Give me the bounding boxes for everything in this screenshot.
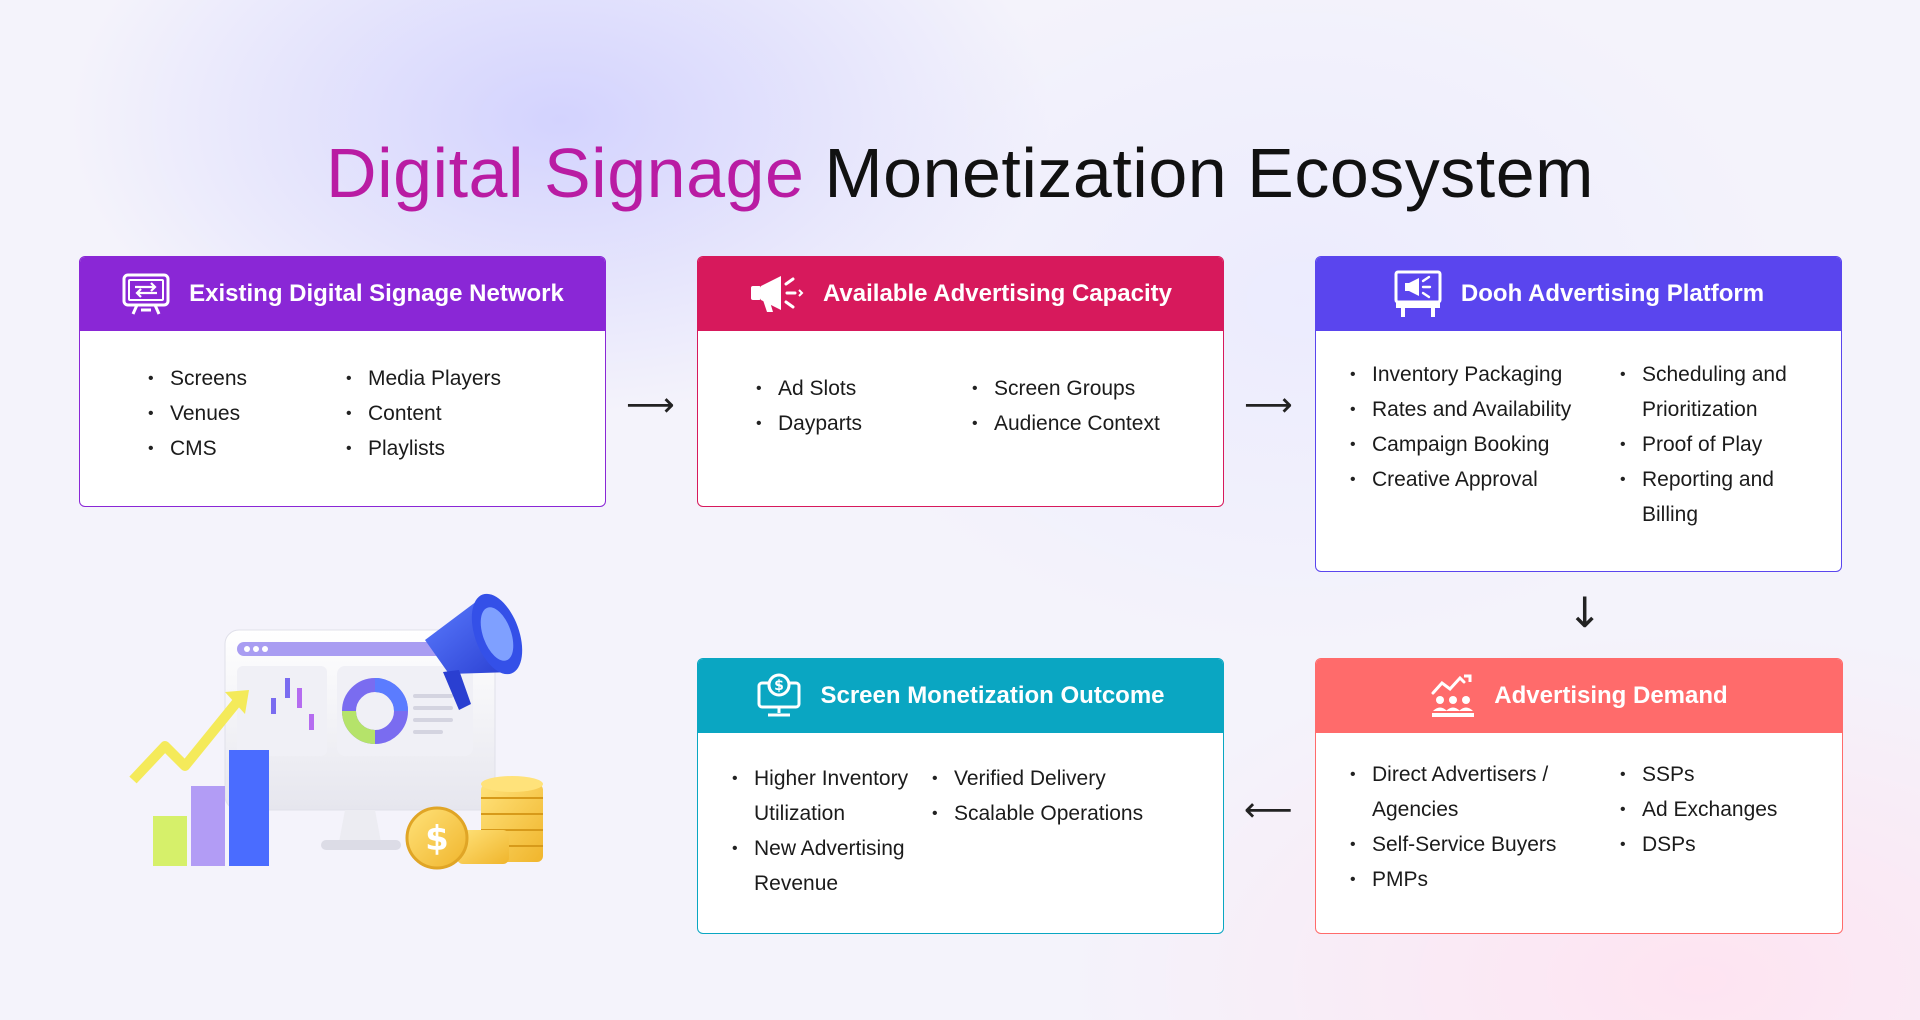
audience-growth-icon bbox=[1431, 674, 1475, 717]
growth-arrow bbox=[129, 698, 241, 784]
card-existing-network: Existing Digital Signage Network Screens… bbox=[79, 256, 606, 507]
list-item: Scalable Operations bbox=[932, 796, 1183, 831]
list-item: Screen Groups bbox=[972, 371, 1183, 406]
bar-blue bbox=[229, 750, 269, 866]
card-advertising-capacity: Available Advertising Capacity Ad Slots … bbox=[697, 256, 1224, 507]
chart-panel bbox=[237, 666, 327, 756]
list-item: PMPs bbox=[1350, 862, 1620, 897]
svg-text:$: $ bbox=[775, 678, 785, 694]
dollar-monitor-icon: $ bbox=[757, 673, 801, 717]
list-item: Direct Advertisers / Agencies bbox=[1350, 757, 1592, 827]
list-item: Media Players bbox=[346, 361, 565, 396]
bar-green bbox=[153, 816, 187, 866]
coin-stack: $ bbox=[405, 776, 543, 870]
card-advertising-demand: Advertising Demand Direct Advertisers / … bbox=[1315, 658, 1843, 934]
list-column: Scheduling and Prioritization Proof of P… bbox=[1620, 357, 1801, 532]
list-item: Verified Delivery bbox=[932, 761, 1183, 796]
card-title: Existing Digital Signage Network bbox=[189, 280, 564, 307]
list-item: Playlists bbox=[346, 431, 565, 466]
card-title: Advertising Demand bbox=[1494, 682, 1728, 709]
megaphone-icon bbox=[750, 276, 804, 312]
list-item: Ad Exchanges bbox=[1620, 792, 1802, 827]
monitor-icon bbox=[122, 273, 170, 315]
page-title: Digital Signage Monetization Ecosystem bbox=[0, 133, 1920, 213]
title-rest: Monetization Ecosystem bbox=[824, 133, 1594, 212]
list-column: Screen Groups Audience Context bbox=[972, 371, 1183, 441]
list-item: Rates and Availability bbox=[1350, 392, 1620, 427]
list-item: New Advertising Revenue bbox=[732, 831, 932, 901]
card-title: Dooh Advertising Platform bbox=[1460, 280, 1765, 307]
card-header: Available Advertising Capacity bbox=[698, 257, 1223, 331]
list-item: CMS bbox=[148, 431, 346, 466]
flow-arrow-left: ⟵ bbox=[1244, 790, 1293, 830]
list-item: Proof of Play bbox=[1620, 427, 1801, 462]
list-column: SSPs Ad Exchanges DSPs bbox=[1620, 757, 1802, 897]
list-column: Higher Inventory Utilization New Adverti… bbox=[732, 761, 932, 901]
list-item: Audience Context bbox=[972, 406, 1183, 441]
list-item: Self-Service Buyers bbox=[1350, 827, 1620, 862]
title-accent: Digital Signage bbox=[326, 133, 805, 212]
list-column: Media Players Content Playlists bbox=[346, 361, 565, 466]
card-monetization-outcome: $ Screen Monetization Outcome Higher Inv… bbox=[697, 658, 1224, 934]
flow-arrow-right: ⟶ bbox=[626, 385, 675, 425]
list-column: Direct Advertisers / Agencies Self-Servi… bbox=[1350, 757, 1620, 897]
bar-purple bbox=[191, 786, 225, 866]
card-dooh-platform: Dooh Advertising Platform Inventory Pack… bbox=[1315, 256, 1842, 572]
analytics-illustration: $ bbox=[129, 593, 543, 870]
card-title: Available Advertising Capacity bbox=[822, 280, 1172, 307]
list-item: Creative Approval bbox=[1350, 462, 1620, 497]
list-column: Screens Venues CMS bbox=[148, 361, 346, 466]
list-item: Reporting and Billing bbox=[1620, 462, 1801, 532]
card-title: Screen Monetization Outcome bbox=[820, 682, 1165, 709]
list-item: Ad Slots bbox=[756, 371, 972, 406]
flow-arrow-down: ↓ bbox=[1567, 588, 1603, 637]
list-column: Inventory Packaging Rates and Availabili… bbox=[1350, 357, 1620, 532]
list-column: Ad Slots Dayparts bbox=[756, 371, 972, 441]
card-body: Higher Inventory Utilization New Adverti… bbox=[698, 733, 1223, 901]
card-header: $ Screen Monetization Outcome bbox=[698, 659, 1223, 733]
list-item: Screens bbox=[148, 361, 346, 396]
card-header: Dooh Advertising Platform bbox=[1316, 257, 1841, 331]
card-header: Existing Digital Signage Network bbox=[80, 257, 605, 331]
flow-arrow-right: ⟶ bbox=[1244, 385, 1293, 425]
card-body: Inventory Packaging Rates and Availabili… bbox=[1316, 331, 1841, 532]
card-body: Screens Venues CMS Media Players Content… bbox=[80, 331, 605, 466]
list-item: Higher Inventory Utilization bbox=[732, 761, 932, 831]
megaphone-illustration bbox=[425, 593, 523, 710]
svg-text:$: $ bbox=[425, 819, 449, 859]
list-item: DSPs bbox=[1620, 827, 1802, 862]
list-item: Dayparts bbox=[756, 406, 972, 441]
card-body: Ad Slots Dayparts Screen Groups Audience… bbox=[698, 331, 1223, 441]
list-column: Verified Delivery Scalable Operations bbox=[932, 761, 1183, 901]
billboard-icon bbox=[1394, 270, 1442, 317]
card-header: Advertising Demand bbox=[1316, 659, 1842, 733]
monitor-toolbar bbox=[237, 642, 483, 656]
list-item: Content bbox=[346, 396, 565, 431]
list-item: Venues bbox=[148, 396, 346, 431]
list-item: Campaign Booking bbox=[1350, 427, 1620, 462]
list-item: Inventory Packaging bbox=[1350, 357, 1620, 392]
list-item: Scheduling and Prioritization bbox=[1620, 357, 1801, 427]
card-body: Direct Advertisers / Agencies Self-Servi… bbox=[1316, 733, 1842, 897]
list-item: SSPs bbox=[1620, 757, 1802, 792]
